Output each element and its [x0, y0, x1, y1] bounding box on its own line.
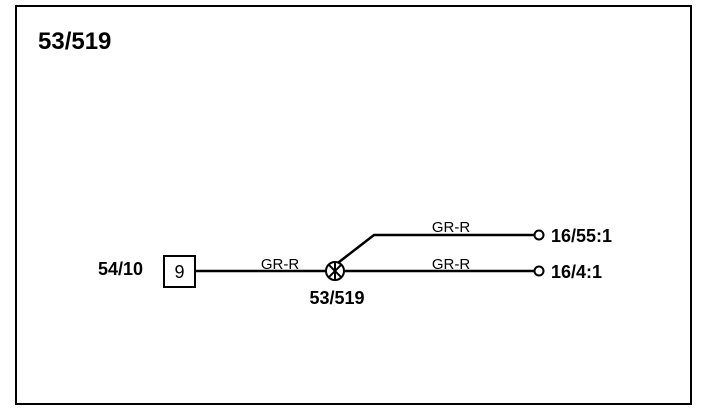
- connector-pin-number: 9: [174, 262, 184, 282]
- terminal-lower-label: 16/4:1: [551, 262, 602, 282]
- terminal-lower-icon: [533, 265, 545, 277]
- diagram-frame: [15, 5, 692, 405]
- connector-box: [163, 255, 196, 288]
- connector-label: 54/10: [98, 259, 143, 279]
- terminal-upper-icon: [533, 229, 545, 241]
- splice-label: 53/519: [309, 288, 364, 308]
- diagram-title: 53/519: [38, 28, 111, 55]
- terminal-upper-label: 16/55:1: [551, 226, 612, 246]
- splice-cross-circle-icon: [325, 261, 345, 281]
- wire-branch-lower-color-label: GR-R: [432, 256, 470, 273]
- wire-branch-upper-color-label: GR-R: [432, 219, 470, 236]
- wire-input-color-label: GR-R: [261, 256, 299, 273]
- wire-branch-upper: [329, 233, 534, 270]
